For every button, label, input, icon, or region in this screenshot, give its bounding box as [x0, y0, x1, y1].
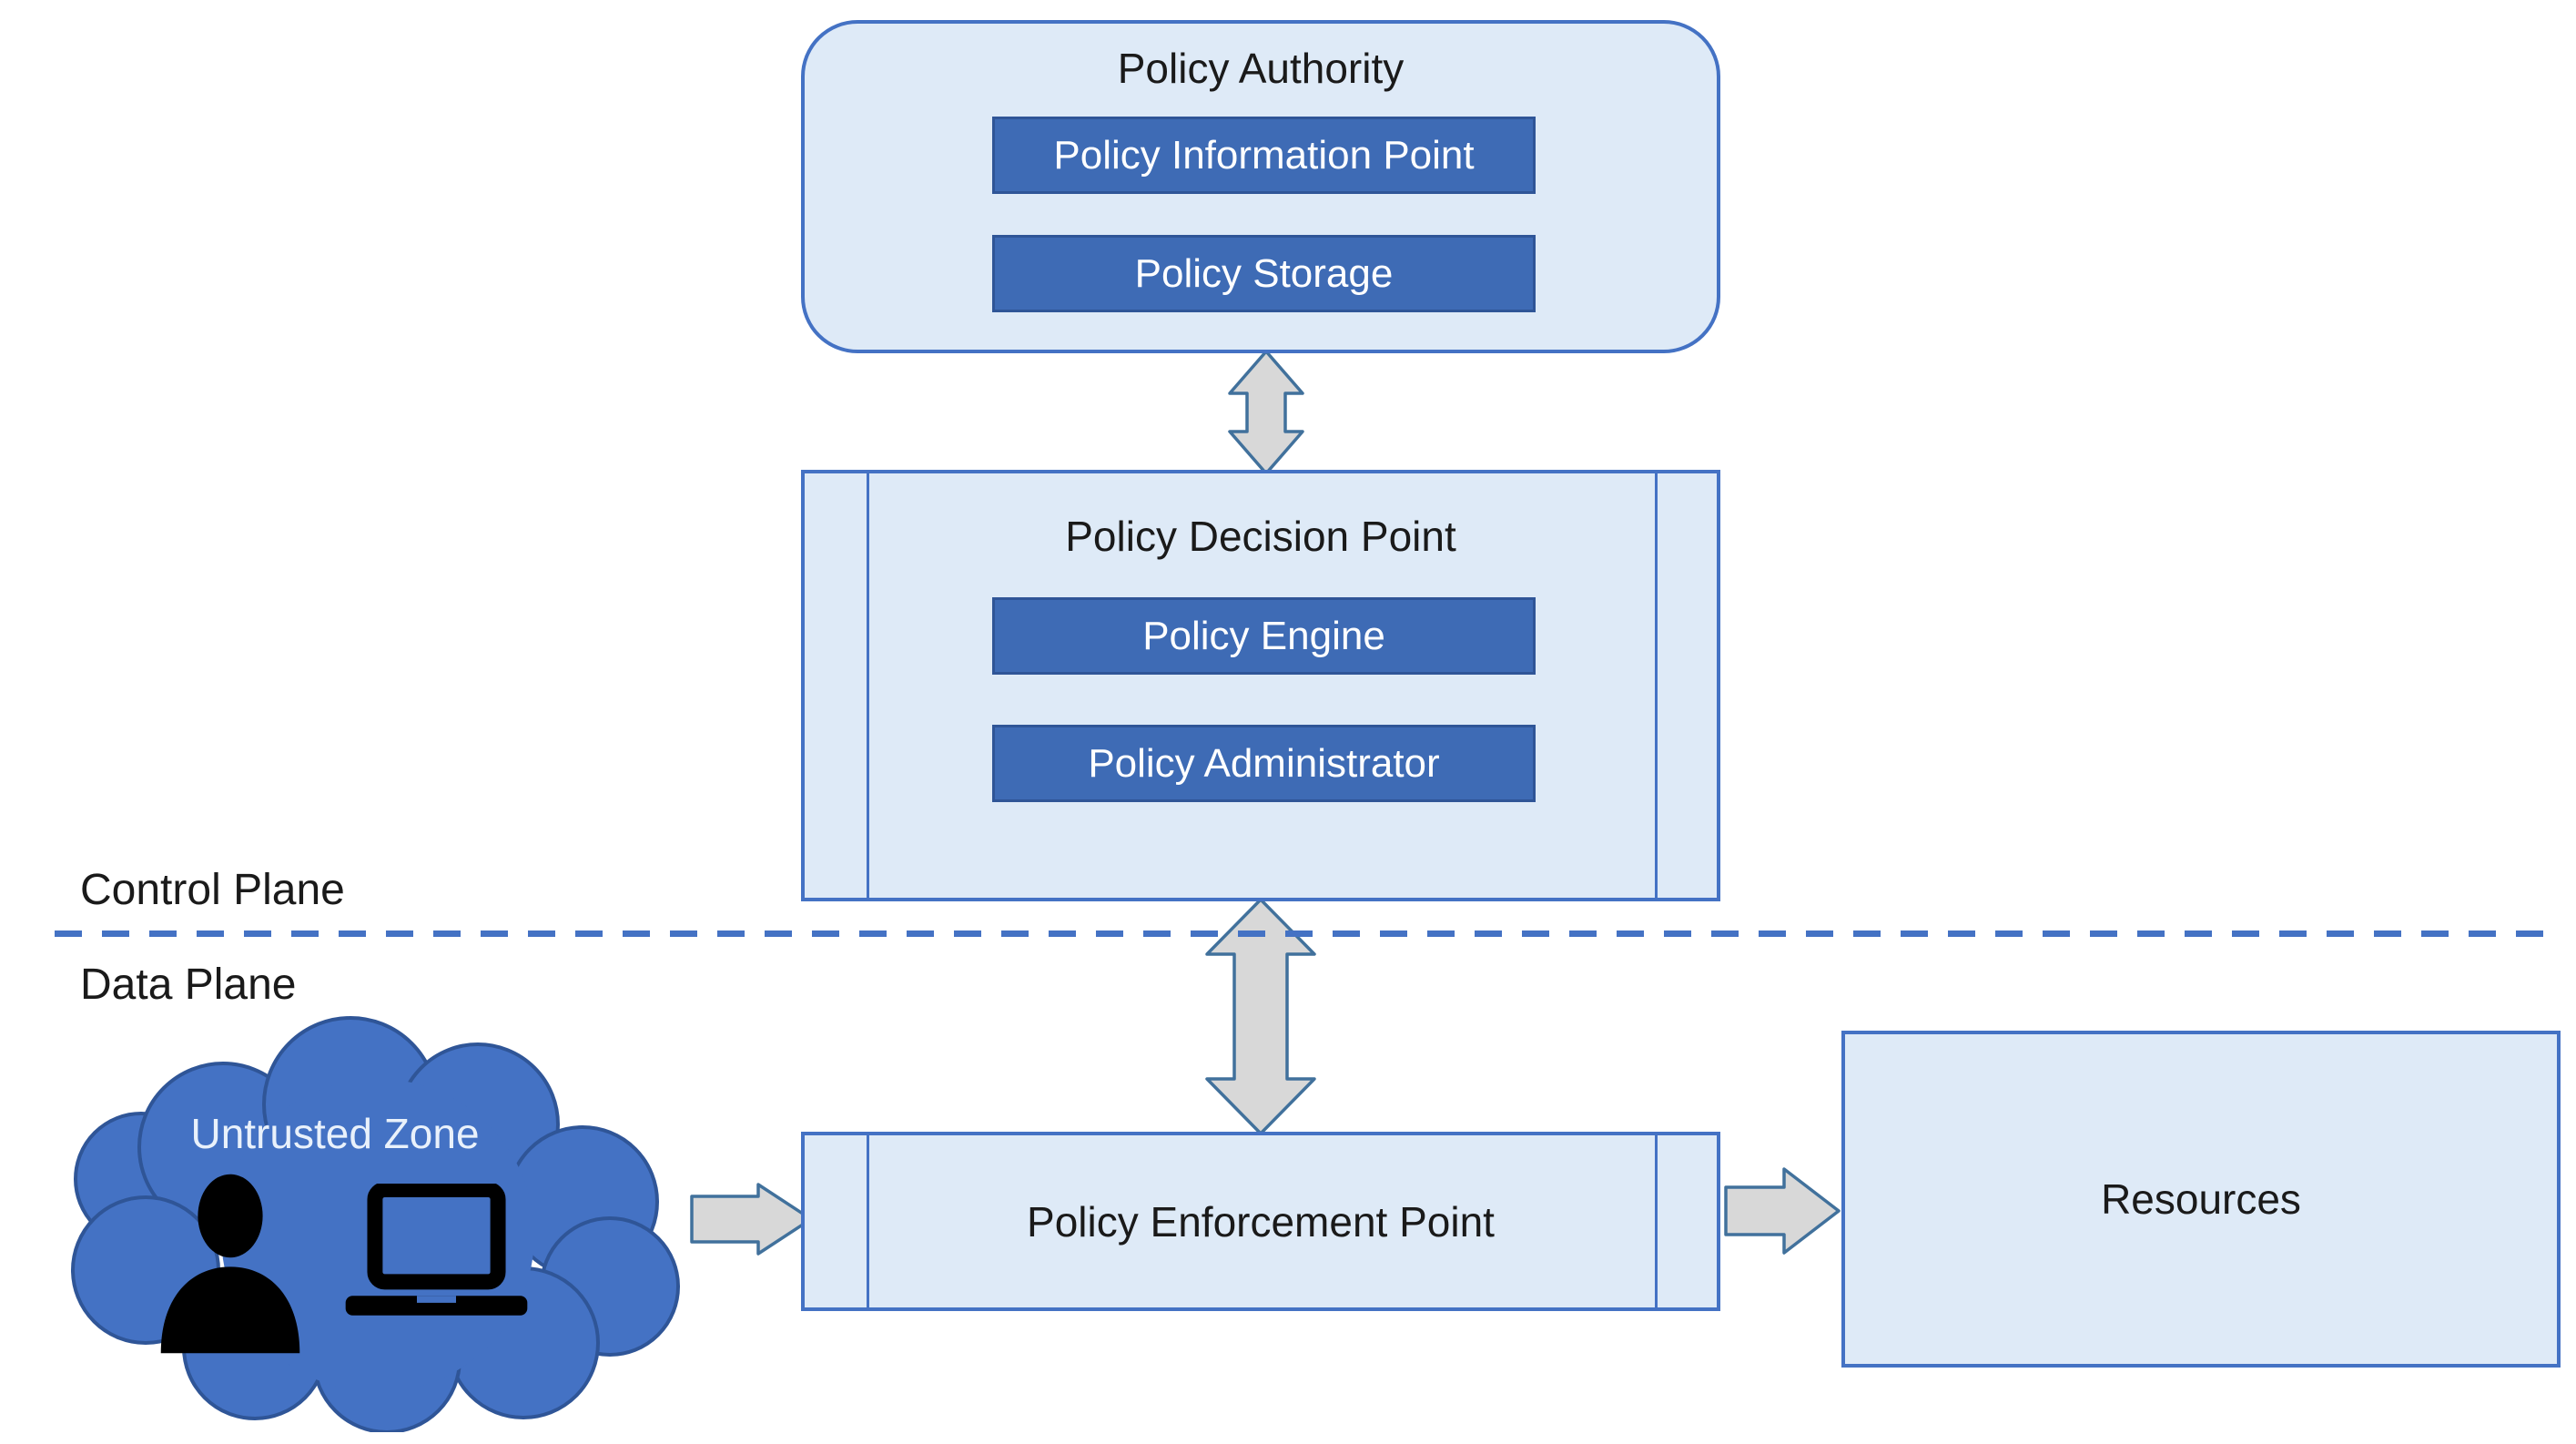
- pdp-right-divider: [1655, 473, 1658, 898]
- pep-left-divider: [867, 1135, 869, 1307]
- user-icon: [160, 1174, 300, 1354]
- laptop-icon: [345, 1184, 528, 1316]
- resources-box: Resources: [1841, 1031, 2561, 1368]
- pep-right-divider: [1655, 1135, 1658, 1307]
- policy-information-point-bar: Policy Information Point: [992, 117, 1536, 194]
- data-plane-label: Data Plane: [80, 961, 297, 1009]
- plane-divider-dashed-line: [55, 930, 2563, 937]
- policy-enforcement-point-title: Policy Enforcement Point: [1027, 1197, 1495, 1246]
- policy-administrator-bar: Policy Administrator: [992, 725, 1536, 802]
- authority-pdp-double-arrow: [1228, 350, 1304, 475]
- control-plane-label: Control Plane: [80, 866, 345, 914]
- policy-authority-title: Policy Authority: [1117, 45, 1405, 92]
- policy-decision-point-title: Policy Decision Point: [1065, 513, 1456, 560]
- untrusted-zone-title: Untrusted Zone: [190, 1110, 480, 1157]
- pep-to-resources-arrow: [1724, 1167, 1841, 1255]
- untrusted-zone-cloud: [71, 1016, 680, 1432]
- policy-enforcement-point-box: Policy Enforcement Point: [801, 1132, 1720, 1311]
- policy-authority-box: Policy Authority Policy Information Poin…: [801, 20, 1720, 353]
- pdp-left-divider: [867, 473, 869, 898]
- policy-decision-point-box: Policy Decision Point Policy Engine Poli…: [801, 470, 1720, 901]
- policy-storage-bar: Policy Storage: [992, 235, 1536, 312]
- policy-engine-bar: Policy Engine: [992, 597, 1536, 675]
- untrusted-to-pep-arrow: [690, 1183, 813, 1256]
- resources-title: Resources: [2101, 1175, 2301, 1223]
